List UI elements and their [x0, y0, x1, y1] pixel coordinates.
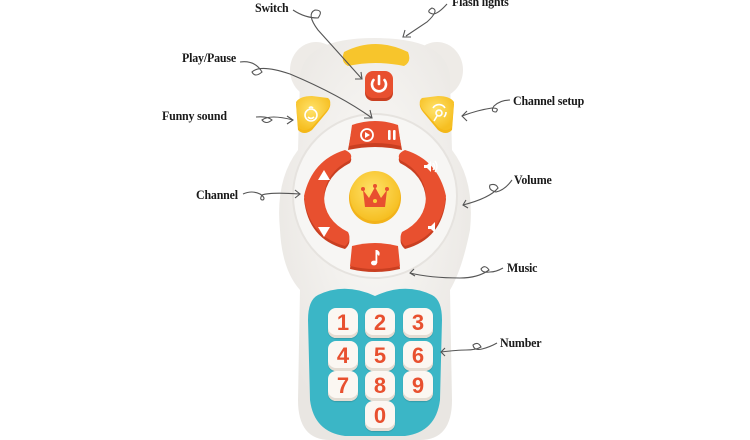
label-flash-lights: Flash lights [452, 0, 509, 9]
signal-icon [432, 103, 447, 122]
channel-setup-button[interactable] [419, 96, 454, 133]
crown-icon [361, 184, 389, 207]
music-note-icon [371, 250, 380, 266]
arrow-up-icon [318, 170, 330, 180]
arrow-down-icon [318, 227, 330, 237]
key-3[interactable]: 3 [403, 308, 433, 338]
label-music: Music [507, 260, 538, 275]
key-9[interactable]: 9 [403, 371, 433, 401]
key-1[interactable]: 1 [328, 308, 358, 338]
key-0[interactable]: 0 [365, 401, 395, 431]
power-icon [370, 74, 388, 93]
key-2[interactable]: 2 [365, 308, 395, 338]
volume-buttons[interactable] [398, 150, 446, 249]
key-4[interactable]: 4 [328, 341, 358, 371]
music-button[interactable] [350, 243, 400, 272]
key-6[interactable]: 6 [403, 341, 433, 371]
pause-icon [388, 130, 396, 140]
key-5[interactable]: 5 [365, 341, 395, 371]
baby-face-icon [304, 106, 318, 122]
key-7[interactable]: 7 [328, 371, 358, 401]
channel-buttons[interactable] [304, 150, 352, 249]
key-8[interactable]: 8 [365, 371, 395, 401]
flash-lights-bar [342, 44, 410, 66]
label-volume: Volume [514, 172, 552, 187]
play-pause-button[interactable] [348, 121, 402, 150]
label-switch: Switch [255, 0, 289, 15]
volume-down-icon [428, 222, 435, 233]
label-channel-setup: Channel setup [513, 93, 585, 108]
label-funny-sound: Funny sound [162, 108, 227, 123]
label-number: Number [500, 335, 542, 350]
crown-button[interactable] [349, 171, 401, 224]
switch-button[interactable] [365, 71, 393, 101]
play-icon [360, 128, 374, 142]
volume-up-icon [424, 160, 438, 173]
annotation-lines [239, 3, 513, 357]
label-channel: Channel [196, 187, 238, 202]
label-play-pause: Play/Pause [182, 50, 236, 65]
funny-sound-button[interactable] [296, 96, 331, 133]
